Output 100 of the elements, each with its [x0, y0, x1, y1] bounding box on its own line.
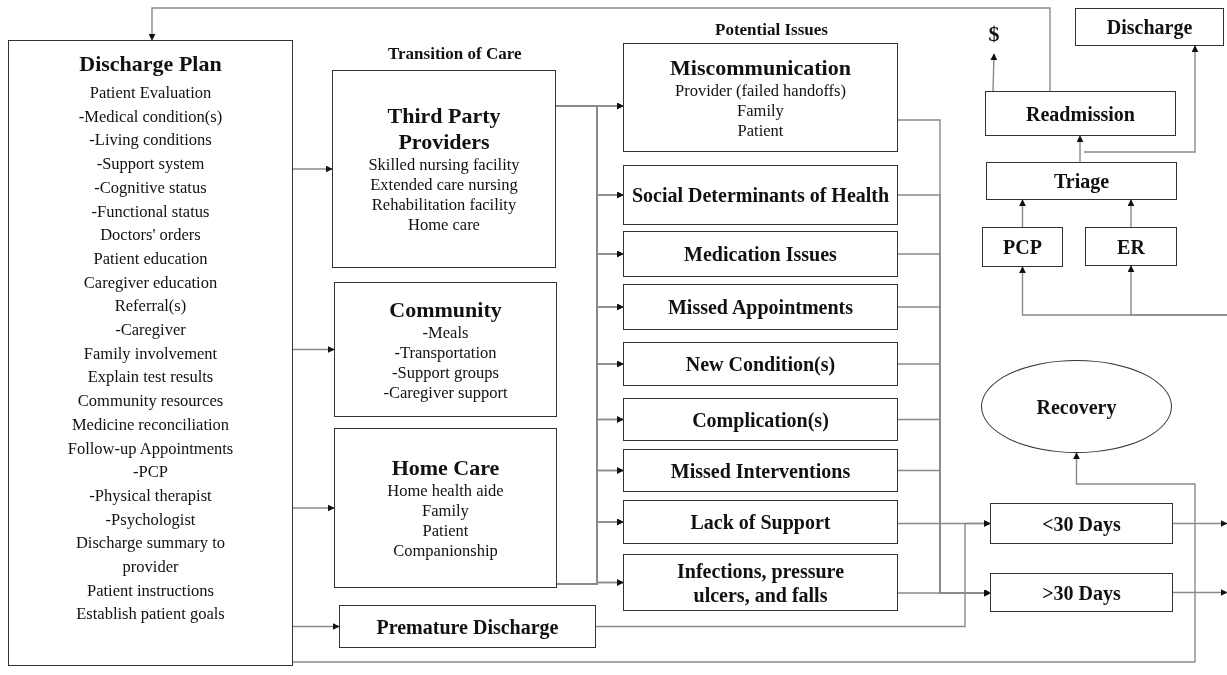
- list-item: Family: [422, 501, 469, 521]
- process-box: [1085, 227, 1177, 266]
- process-box: [339, 605, 596, 648]
- issue-box: [623, 398, 898, 441]
- box-label: Complication(s): [692, 407, 829, 432]
- list-item: Home health aide: [387, 481, 504, 501]
- list-item: -Functional status: [91, 200, 210, 223]
- timeframe-box: [990, 503, 1173, 544]
- box-label: Readmission: [1026, 101, 1135, 126]
- connector-arrow: [1083, 45, 1199, 153]
- process-box: [982, 227, 1063, 267]
- list-item: Rehabilitation facility: [371, 195, 517, 215]
- section-heading: Transition of Care: [388, 44, 522, 64]
- issue-box: [623, 342, 898, 386]
- box-label: Medication Issues: [684, 242, 837, 266]
- list-item: Extended care nursing: [370, 175, 518, 195]
- section-heading: Potential Issues: [715, 20, 828, 40]
- list-item: Home care: [408, 215, 480, 235]
- list-item: Family: [737, 100, 784, 121]
- list-item: -Physical therapist: [89, 484, 212, 507]
- list-item: Provider (failed handoffs): [674, 80, 847, 101]
- issue-box: [623, 449, 898, 492]
- box-label: Lack of Support: [690, 510, 831, 534]
- list-item: Skilled nursing facility: [368, 155, 520, 175]
- connector-arrow: [990, 53, 998, 92]
- outcome-box: [1075, 8, 1224, 46]
- list-item: -Psychologist: [105, 508, 196, 531]
- connector-arrow: [292, 623, 340, 630]
- connector-arrow: [1019, 199, 1026, 228]
- box-label: PCP: [1003, 235, 1042, 259]
- list-item: -Caregiver: [115, 319, 186, 342]
- box-heading: Home Care: [391, 455, 500, 481]
- connector-arrow: [1172, 520, 1227, 527]
- connector-arrow: [1127, 265, 1227, 316]
- list-item: Referral(s): [114, 295, 187, 318]
- list-item: Discharge summary to provider: [74, 532, 227, 579]
- process-box: [334, 282, 557, 417]
- connector-arrow: [897, 589, 991, 597]
- list-item: Patient: [737, 120, 784, 141]
- box-heading: Third Party Providers: [386, 103, 502, 155]
- list-item: -Support groups: [392, 362, 499, 383]
- issue-box: [623, 554, 898, 611]
- issue-box: [623, 284, 898, 330]
- connector-arrow: [148, 7, 1051, 92]
- plan-box: [8, 40, 293, 666]
- box-heading: Discharge Plan: [79, 51, 222, 77]
- list-item: Patient instructions: [87, 579, 214, 602]
- list-item: -Living conditions: [89, 129, 212, 152]
- process-box: [985, 91, 1176, 136]
- connector-arrow: [556, 579, 624, 586]
- box-label: Social Determinants of Health: [631, 183, 890, 207]
- box-heading: Miscommunication: [670, 54, 851, 81]
- list-item: -Medical condition(s): [78, 105, 223, 128]
- list-item: Medicine reconciliation: [71, 413, 230, 436]
- list-item: Establish patient goals: [76, 603, 225, 626]
- connector-arrow: [292, 165, 333, 173]
- connector-arrow: [292, 452, 1196, 663]
- box-label: $: [988, 21, 1000, 47]
- box-label: Triage: [1053, 169, 1110, 193]
- list-item: -PCP: [133, 461, 168, 484]
- box-label: Infections, pressure ulcers, and falls: [675, 558, 845, 607]
- process-box: [334, 428, 557, 588]
- issue-box: [623, 43, 898, 152]
- list-item: Community resources: [77, 390, 224, 413]
- list-item: -Support system: [96, 153, 205, 176]
- box-label: New Condition(s): [685, 352, 836, 376]
- connector-arrow: [1127, 199, 1135, 228]
- list-item: Caregiver education: [83, 271, 218, 294]
- box-label: Discharge: [1106, 15, 1193, 39]
- list-item: Patient Evaluation: [89, 82, 212, 104]
- box-heading: Community: [389, 296, 502, 323]
- list-item: -Caregiver support: [383, 382, 508, 403]
- box-label: ER: [1117, 234, 1145, 259]
- box-label: >30 Days: [1042, 580, 1121, 605]
- list-item: Doctors' orders: [100, 224, 201, 247]
- box-label: Missed Appointments: [668, 295, 853, 319]
- list-item: Follow-up Appointments: [67, 437, 234, 460]
- connector-arrow: [292, 346, 335, 353]
- box-label: Missed Interventions: [670, 458, 851, 483]
- timeframe-box: [990, 573, 1173, 612]
- list-item: Patient: [422, 521, 469, 541]
- list-item: -Transportation: [394, 342, 497, 363]
- list-item: -Meals: [422, 322, 469, 343]
- list-item: Companionship: [393, 541, 498, 561]
- issue-box: [623, 231, 898, 277]
- list-item: Family involvement: [83, 342, 218, 365]
- process-box: [332, 70, 556, 268]
- connector-arrow: [1076, 135, 1084, 163]
- issue-box: [623, 500, 898, 544]
- box-label: Premature Discharge: [376, 614, 559, 639]
- list-item: Patient education: [93, 247, 208, 270]
- list-item: -Cognitive status: [94, 176, 207, 199]
- issue-box: [623, 165, 898, 225]
- list-item: Explain test results: [87, 366, 214, 389]
- connector-arrow: [292, 504, 335, 512]
- connector-arrow: [595, 520, 991, 628]
- box-label: Recovery: [1036, 394, 1117, 419]
- process-box: [986, 162, 1177, 200]
- connector-arrow: [1172, 589, 1227, 596]
- box-label: <30 Days: [1042, 511, 1121, 536]
